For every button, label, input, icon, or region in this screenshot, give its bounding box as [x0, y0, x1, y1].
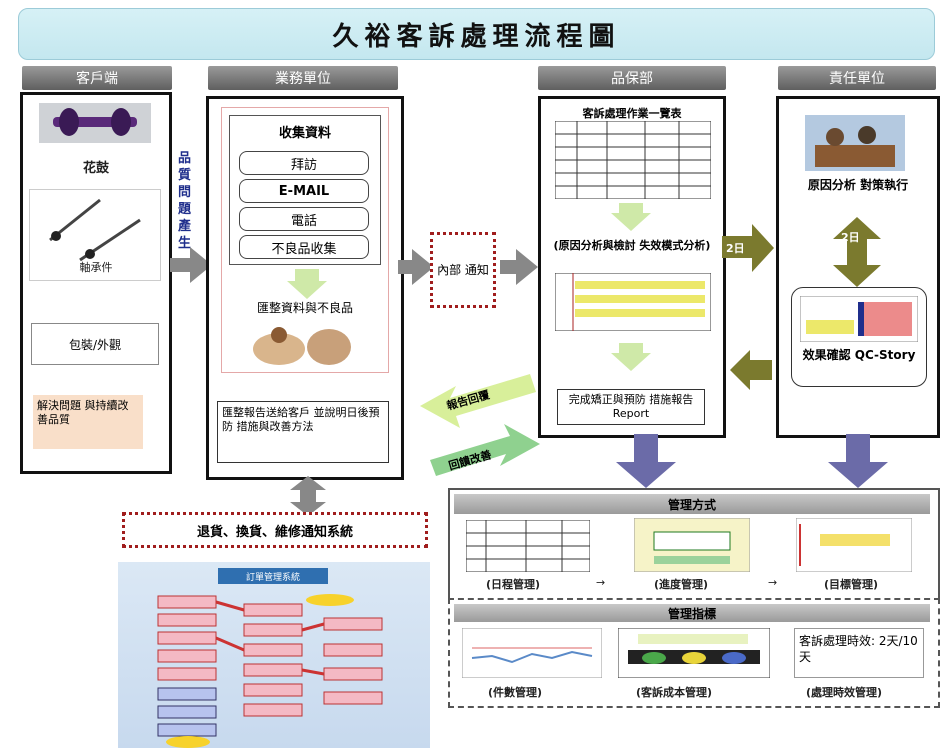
page-title: 久裕客訴處理流程圖: [18, 8, 935, 60]
responsible-column: 原因分析 對策執行 2日 效果確認 QC-Story: [776, 96, 940, 438]
header-customer: 客戶端: [22, 66, 172, 90]
target-image: [796, 518, 912, 572]
axle-image-frame: [29, 189, 161, 281]
management-item-target: (目標管理): [824, 578, 879, 591]
collect-box: 收集資料: [229, 115, 381, 265]
arrow-mgmt-2: →: [768, 576, 778, 589]
indicator-item-count: (件數管理): [488, 686, 543, 699]
resp-step1-label: 原因分析 對策執行: [807, 178, 909, 192]
customer-column: 花鼓 軸承件 包裝/外觀 解決問題 與持續改 善品質: [20, 92, 172, 474]
days-label-1: 2日: [726, 242, 745, 255]
header-responsible: 責任單位: [778, 66, 936, 90]
qa-analysis-image: [555, 273, 711, 331]
indicator-item-cost: (客訴成本管理): [636, 686, 713, 699]
progress-image: [634, 518, 750, 572]
business-column: 收集資料 拜訪 E-MAIL 電話 不良品收集 匯整資料與不良品 匯整報告送給客…: [206, 96, 404, 480]
arrow-customer-business-stem: [170, 258, 192, 272]
cost-chart-image: [618, 628, 770, 678]
return-exchange-box: 退貨、換貨、維修通知系統: [122, 512, 428, 548]
management-item-schedule: (日程管理): [486, 578, 541, 591]
arrow-qa-resp-head: [752, 224, 774, 272]
improve-note: 解決問題 與持續改 善品質: [33, 395, 143, 449]
resp-step2-label: 效果確認 QC-Story: [802, 348, 916, 362]
arrow-mgmt-1: →: [596, 576, 606, 589]
arrow-notify-qa-stem: [500, 260, 518, 274]
qc-story-frame: 效果確認 QC-Story: [791, 287, 927, 387]
step-gather-label: 匯整資料與不良品: [256, 301, 353, 315]
return-arrows: [420, 374, 540, 476]
qc-chart-image: [800, 296, 918, 342]
arrow-business-notify-head: [412, 249, 434, 285]
purple-arrow-resp-stem: [846, 434, 870, 462]
qa-table-image: [555, 121, 711, 199]
header-qa: 品保部: [538, 66, 726, 90]
indicator-time-text: 客訴處理時效: 2天/10天: [794, 628, 924, 678]
meeting-image: [253, 327, 351, 365]
purple-arrow-qa-stem: [634, 434, 658, 462]
flowchart-title: 訂單管理系統: [218, 568, 328, 584]
order-flowchart: 訂單管理系統: [118, 562, 430, 748]
indicator-item-time: (處理時效管理): [806, 686, 883, 699]
option-visit: 拜訪: [239, 151, 369, 175]
schedule-table-image: [466, 520, 590, 572]
quality-issue-note: 品質問題產生: [178, 151, 192, 251]
days-label-2: 2日: [841, 231, 860, 244]
hub-image: [39, 103, 151, 143]
team-image: [805, 115, 905, 171]
qa-down-arrow-1: [611, 203, 651, 231]
option-phone: 電話: [239, 207, 369, 231]
arrow-qa-resp-stem: [722, 236, 754, 258]
report-note: 匯整報告送給客戶 並說明日後預防 措施與改善方法: [217, 401, 389, 463]
updown-arrow-gray: [290, 476, 326, 516]
packaging-label: 包裝/外觀: [31, 323, 159, 365]
management-title: 管理方式: [454, 494, 930, 514]
purple-arrow-resp-head: [828, 462, 888, 488]
indicator-title: 管理指標: [454, 604, 930, 622]
management-panel: 管理方式 (日程管理) → (進度管理) → (目標管理): [448, 488, 940, 600]
arrow-business-notify-stem: [398, 260, 414, 274]
collect-frame: [221, 107, 389, 373]
qa-analysis-label: (原因分析與檢討 失效模式分析): [553, 239, 711, 252]
qa-column: 客訴處理作業一覽表 (原因分析與檢討 失效模式分析) 完成矯正與預防 措施報告 …: [538, 96, 726, 438]
option-email: E-MAIL: [239, 179, 369, 203]
header-business: 業務單位: [208, 66, 398, 90]
qa-down-arrow-2: [611, 343, 651, 371]
indicator-panel: 管理指標 (件數管理) (客訴成本管理) 客訴處理時效: 2天/10天 (處理時…: [448, 598, 940, 708]
arrow-resp-qa-stem: [750, 360, 772, 380]
axle-label: 軸承件: [79, 261, 113, 274]
down-arrow-green: [287, 269, 327, 299]
axle-image: [49, 198, 141, 262]
qa-report-box: 完成矯正與預防 措施報告 Report: [557, 389, 705, 425]
internal-notify-box: 內部 通知: [430, 232, 496, 308]
qa-table-title: 客訴處理作業一覽表: [582, 107, 682, 120]
hub-label: 花鼓: [82, 161, 109, 176]
purple-arrow-qa-head: [616, 462, 676, 488]
management-item-progress: (進度管理): [654, 578, 709, 591]
arrow-resp-qa-head: [730, 350, 750, 390]
double-arrow: [833, 217, 881, 287]
flowchart-nodes: [157, 594, 383, 748]
option-defect: 不良品收集: [239, 235, 369, 259]
collect-title: 收集資料: [278, 126, 331, 141]
arrow-notify-qa-head: [516, 249, 538, 285]
count-chart-image: [462, 628, 602, 678]
